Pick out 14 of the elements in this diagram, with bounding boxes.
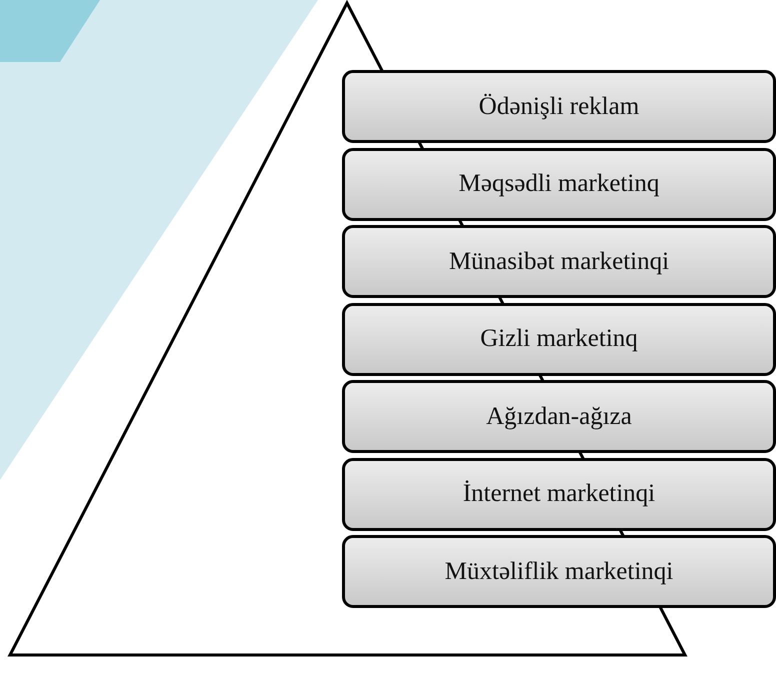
level-box [342,225,776,298]
level-box [342,535,776,608]
level-label: Ödənişli reklam [478,92,640,120]
level-box [342,458,776,530]
level-box [342,70,776,143]
level-box [342,302,776,376]
level-label: Ağızdan-ağıza [486,402,632,430]
level-label: İnternet marketinqi [462,480,656,508]
level-label: Münasibət marketinqi [448,248,670,276]
level-box [342,380,776,453]
level-label: Məqsədli marketinq [458,170,660,198]
level-label: Müxtəliflik marketinqi [444,558,674,586]
level-label: Gizli marketinq [480,325,638,353]
level-box [342,148,776,220]
